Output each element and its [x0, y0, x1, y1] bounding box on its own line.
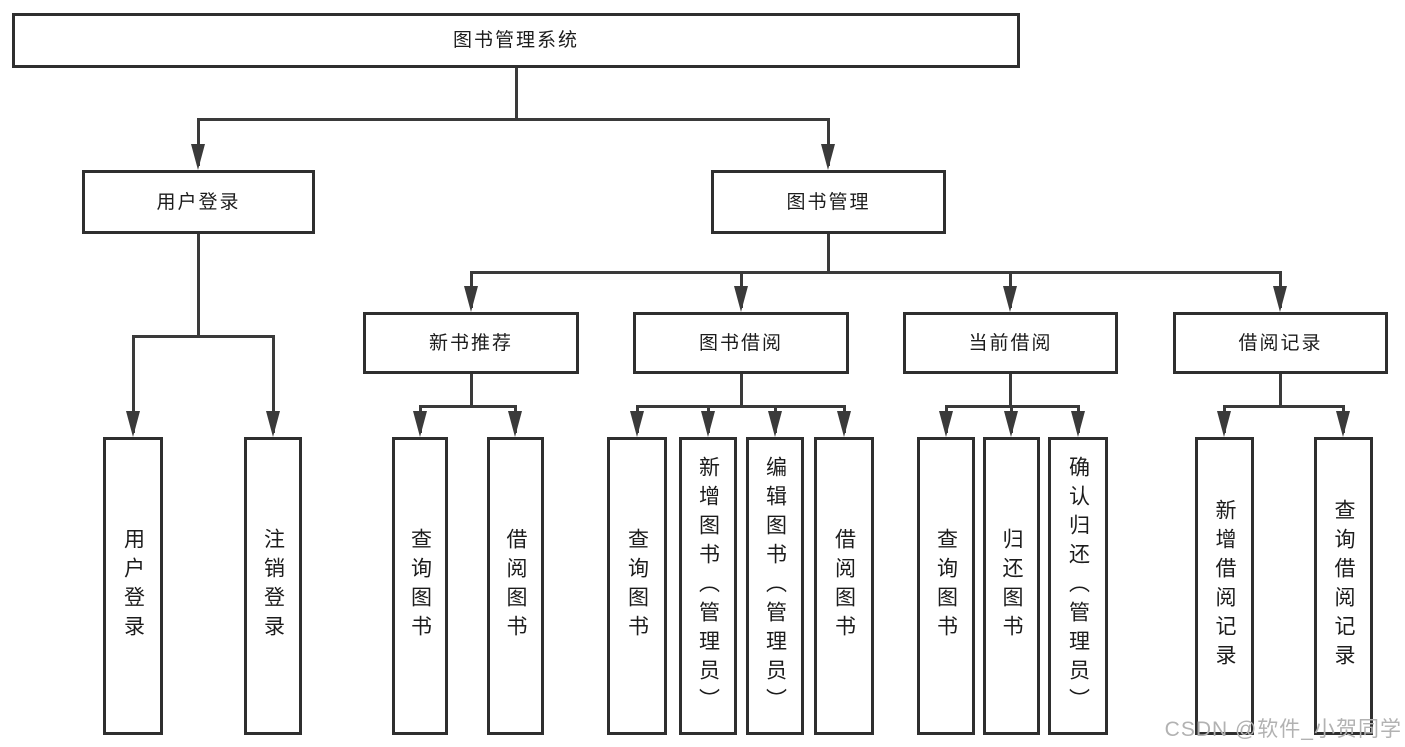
arrow-down-icon	[1217, 411, 1231, 437]
node-user-login: 用户登录	[82, 170, 315, 234]
node-borrow-records: 借阅记录	[1173, 312, 1388, 374]
edge-stem-book-borrow	[739, 374, 743, 408]
node-leaf-query-record: 查询借阅记录	[1314, 437, 1373, 735]
node-leaf-logout: 注销登录	[244, 437, 302, 735]
arrow-down-icon	[733, 286, 748, 312]
arrow-down-icon	[1004, 411, 1018, 437]
arrow-down-icon	[463, 286, 478, 312]
edge-stem-new-book-rec	[469, 374, 473, 408]
node-book-mgmt: 图书管理	[711, 170, 946, 234]
arrow-down-icon	[191, 144, 205, 170]
node-leaf-query-book-2: 查询图书	[607, 437, 667, 735]
edge-stem-root	[514, 68, 518, 121]
arrow-down-icon	[821, 144, 835, 170]
arrow-down-icon	[1336, 411, 1350, 437]
edge-bus-book-mgmt	[469, 271, 1282, 274]
edge-drop-leaf-logout	[271, 335, 275, 433]
edge-bus-root	[197, 118, 830, 121]
arrow-down-icon	[629, 411, 644, 437]
node-leaf-add-record: 新增借阅记录	[1195, 437, 1254, 735]
edge-stem-user-login	[197, 234, 200, 338]
edge-stem-borrow-records	[1279, 374, 1282, 408]
csdn-watermark: CSDN @软件_小贺同学	[1164, 718, 1402, 741]
edge-bus-user-login	[131, 335, 275, 338]
edge-bus-book-borrow	[635, 405, 846, 408]
edge-drop-user-login	[197, 118, 200, 166]
edge-stem-book-mgmt	[827, 234, 830, 274]
arrow-down-icon	[265, 411, 280, 437]
node-leaf-query-book-1: 查询图书	[392, 437, 448, 735]
arrow-down-icon	[1070, 411, 1085, 437]
node-leaf-confirm-return: 确认归还（管理员）	[1048, 437, 1108, 735]
node-leaf-user-login: 用户登录	[103, 437, 163, 735]
node-leaf-borrow-book-2: 借阅图书	[814, 437, 874, 735]
arrow-down-icon	[412, 411, 427, 437]
node-leaf-borrow-book-1: 借阅图书	[487, 437, 544, 735]
edge-drop-leaf-user-login	[131, 335, 135, 433]
arrow-down-icon	[1273, 286, 1287, 312]
edge-drop-book-mgmt	[827, 118, 830, 166]
node-leaf-return-book: 归还图书	[983, 437, 1040, 735]
node-leaf-add-book: 新增图书（管理员）	[679, 437, 737, 735]
arrow-down-icon	[767, 411, 782, 437]
node-new-book-rec: 新书推荐	[363, 312, 579, 374]
node-root: 图书管理系统	[12, 13, 1020, 68]
edge-stem-current-borrow	[1009, 374, 1012, 408]
edge-bus-new-book-rec	[418, 405, 517, 408]
node-leaf-query-book-3: 查询图书	[917, 437, 975, 735]
node-current-borrow: 当前借阅	[903, 312, 1118, 374]
arrow-down-icon	[700, 411, 715, 437]
arrow-down-icon	[1003, 286, 1017, 312]
node-book-borrow: 图书借阅	[633, 312, 849, 374]
arrow-down-icon	[125, 411, 140, 437]
arrow-down-icon	[508, 411, 522, 437]
node-leaf-edit-book: 编辑图书（管理员）	[746, 437, 804, 735]
arrow-down-icon	[938, 411, 953, 437]
arrow-down-icon	[836, 411, 851, 437]
edge-bus-borrow-records	[1223, 405, 1345, 408]
